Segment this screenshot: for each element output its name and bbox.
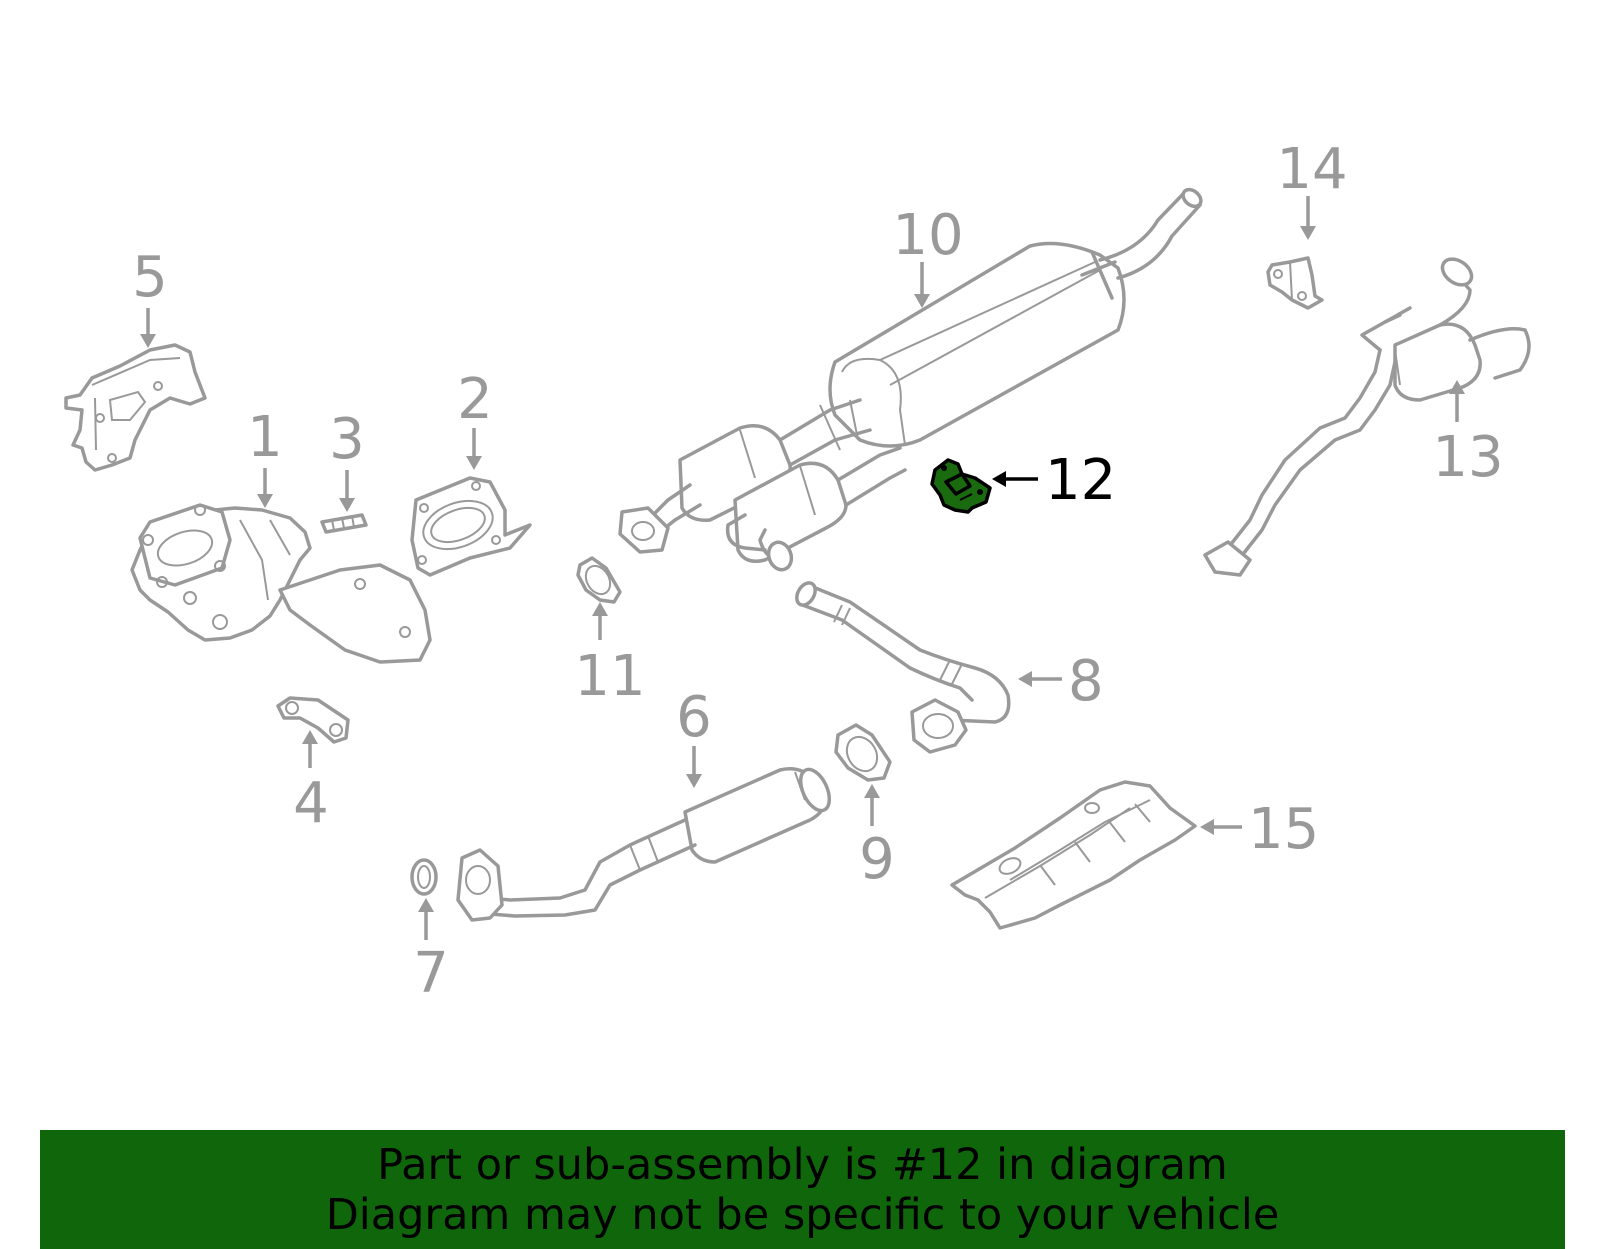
part-7-ring-gasket[interactable] xyxy=(410,858,438,896)
part-8-intermediate-pipe[interactable] xyxy=(793,580,1011,754)
part-14-bracket[interactable] xyxy=(1266,256,1324,310)
callout-14: 14 xyxy=(1276,137,1347,202)
callout-9: 9 xyxy=(859,827,895,892)
callout-2: 2 xyxy=(457,367,493,432)
info-banner: Part or sub-assembly is #12 in diagram D… xyxy=(40,1130,1565,1249)
banner-line-2: Diagram may not be specific to your vehi… xyxy=(325,1190,1280,1240)
part-13-tail-pipe[interactable] xyxy=(1203,254,1531,577)
part-2-gasket[interactable] xyxy=(410,476,532,577)
callout-4: 4 xyxy=(293,771,329,836)
callout-7: 7 xyxy=(413,941,449,1006)
callout-15: 15 xyxy=(1248,797,1319,862)
part-5-heat-shield[interactable] xyxy=(64,343,207,472)
callout-12: 12 xyxy=(1045,448,1116,513)
part-9-gasket[interactable] xyxy=(834,723,892,782)
part-10-muffler-assembly[interactable] xyxy=(618,186,1204,573)
part-3-stud[interactable] xyxy=(320,513,368,534)
part-12-exhaust-hanger[interactable] xyxy=(930,458,992,514)
callout-8: 8 xyxy=(1068,649,1104,714)
part-6-front-pipe[interactable] xyxy=(456,765,835,922)
callout-10: 10 xyxy=(892,203,963,268)
part-1-exhaust-manifold[interactable] xyxy=(130,503,432,664)
banner-line-1: Part or sub-assembly is #12 in diagram xyxy=(377,1140,1228,1190)
callout-13: 13 xyxy=(1432,425,1503,490)
part-4-bracket[interactable] xyxy=(276,696,350,744)
callout-11: 11 xyxy=(574,644,645,709)
callout-6: 6 xyxy=(676,685,712,750)
callout-1: 1 xyxy=(247,405,283,470)
callout-3: 3 xyxy=(329,407,365,472)
part-11-gasket[interactable] xyxy=(576,556,622,604)
part-15-heat-shield[interactable] xyxy=(950,780,1197,930)
callout-5: 5 xyxy=(132,245,168,310)
